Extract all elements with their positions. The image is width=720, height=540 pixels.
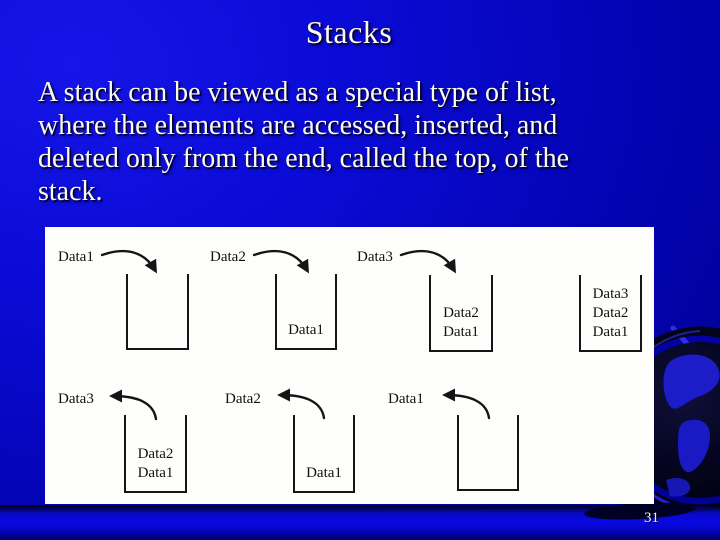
stack-item: Data1 xyxy=(443,324,479,340)
stack-op-label: Data1 xyxy=(58,249,94,265)
body-line: deleted only from the end, called the to… xyxy=(38,143,570,174)
stack-item: Data2 xyxy=(592,305,629,321)
stack-item: Data1 xyxy=(592,324,629,340)
stack-op-label: Data3 xyxy=(357,249,393,265)
pop-arrow-icon xyxy=(277,388,326,420)
pop-arrow-icon xyxy=(109,389,158,421)
stack-container: Data1 xyxy=(293,415,355,493)
body-line: where the elements are accessed, inserte… xyxy=(38,110,558,141)
stack-item: Data1 xyxy=(306,465,342,481)
stack-item: Data2 xyxy=(137,446,174,462)
globe-continent xyxy=(666,478,691,497)
push-arrow-icon xyxy=(100,249,157,274)
stack-container xyxy=(126,274,189,350)
body-line: A stack can be viewed as a special type … xyxy=(38,77,557,108)
body-paragraph: A stack can be viewed as a special type … xyxy=(38,76,569,208)
stack-op-label: Data2 xyxy=(225,391,261,407)
slide-title: Stacks xyxy=(305,14,393,50)
stack-container xyxy=(457,415,519,491)
stack-item: Data1 xyxy=(288,322,324,338)
stack-op-label: Data1 xyxy=(388,391,424,407)
diagram-arrows xyxy=(100,249,491,421)
stack-item: Data1 xyxy=(137,465,174,481)
stack-items: Data1 xyxy=(277,321,335,340)
push-arrow-icon xyxy=(399,249,456,274)
stack-item: Data3 xyxy=(592,286,629,302)
stack-container: Data1 xyxy=(275,274,337,350)
stack-op-label: Data3 xyxy=(58,391,94,407)
pop-arrow-icon xyxy=(442,388,491,420)
body-line: stack. xyxy=(38,176,103,207)
stack-op-label: Data2 xyxy=(210,249,246,265)
push-arrow-icon xyxy=(252,249,309,274)
stack-items: Data1 xyxy=(295,464,353,483)
globe-continent xyxy=(663,354,720,409)
stack-item: Data2 xyxy=(443,305,479,321)
page-number: 31 xyxy=(644,510,659,526)
globe-continent xyxy=(678,419,710,473)
